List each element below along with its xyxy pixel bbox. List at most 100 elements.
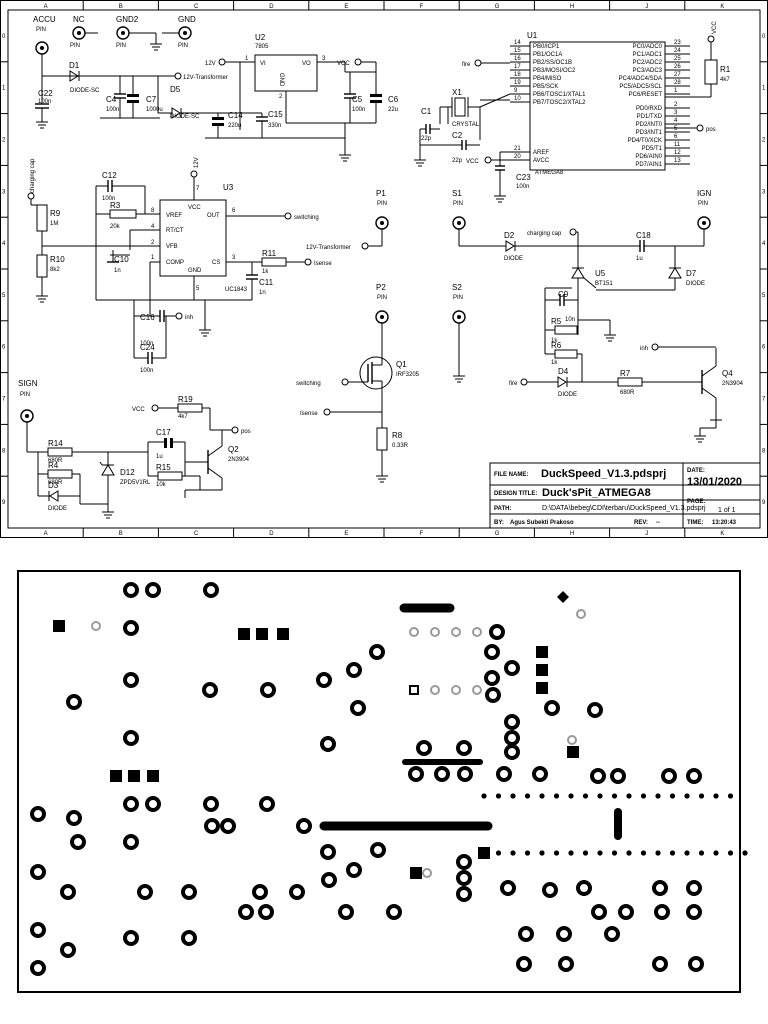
date-value: 13/01/2020	[687, 476, 742, 488]
u2-gnd: GND	[278, 73, 284, 87]
u1-pin-number: 16	[514, 56, 521, 62]
r5-value: 1k	[551, 338, 558, 344]
border-row-label: 0	[762, 34, 766, 40]
pcb-pad	[416, 740, 432, 756]
pcb-small-pad	[655, 850, 661, 856]
q1-ref: Q1	[396, 360, 407, 369]
u1-pin-name: PD4/T0/XCK	[628, 138, 662, 144]
c24-ref: C24	[140, 343, 155, 352]
net-fire-u1: fire	[462, 62, 471, 68]
border-row-label: 9	[2, 500, 6, 506]
pcb-pad	[350, 700, 366, 716]
border-col-label: E	[344, 4, 348, 10]
net-charging-cap-left: charging cap	[30, 158, 36, 193]
u1-pin-number: 14	[514, 40, 521, 46]
pcb-pad	[145, 582, 161, 598]
pcb-pad	[70, 834, 86, 850]
c2-ref: C2	[452, 131, 463, 140]
border-col-label: A	[44, 4, 48, 10]
c1-value: 22p	[421, 136, 432, 142]
pcb-small-pad	[655, 793, 661, 799]
pcb-small-pad	[597, 850, 603, 856]
q2-ref: Q2	[228, 445, 239, 454]
net-vcc-reg: VCC	[337, 61, 350, 67]
pcb-pad	[516, 956, 532, 972]
c18-value: 1u	[636, 256, 643, 262]
pcb-small-pad	[611, 850, 618, 856]
pcb-pad	[456, 740, 472, 756]
u1-pin-number: 3	[674, 110, 678, 116]
d12-value: ZPD5V1RL	[120, 480, 151, 486]
pcb-pad	[296, 818, 312, 834]
pcb-pad	[346, 662, 362, 678]
u1-pin-name: PD2/INT0	[636, 122, 663, 128]
c11-value: 1n	[259, 290, 266, 296]
pcb-small-pad	[698, 850, 705, 856]
u1-pin-name: PD3/INT1	[636, 130, 663, 136]
u1-pin-number: 20	[514, 154, 521, 160]
pcb-pad	[456, 870, 472, 886]
power-supply-section: C22 100n D1 DIODE-SC C4 100n C7 1000u 12…	[35, 33, 399, 162]
s2-label: S2	[452, 283, 462, 292]
r15-value: 10k	[156, 482, 167, 488]
pcb-square-pad	[410, 867, 422, 879]
c18-ref: C18	[636, 231, 651, 240]
r10-ref: R10	[50, 255, 65, 264]
u1-pin-name: PB3/MOSI/OC2	[533, 68, 576, 74]
r19-value: 4k7	[178, 414, 188, 420]
u1-pin-name: PD0/RXD	[636, 106, 663, 112]
pcb-pad	[504, 730, 520, 746]
pcb-pad	[386, 904, 402, 920]
pcb-pad	[289, 884, 305, 900]
c15-value: 330n	[268, 123, 281, 129]
u3-vref: VREF	[166, 213, 182, 219]
c10-value: 1n	[114, 268, 121, 274]
net-pos-u1: pos	[706, 127, 716, 133]
d12-ref: D12	[120, 468, 135, 477]
r8-ref: R8	[392, 431, 403, 440]
border-col-label: F	[420, 4, 424, 10]
pcb-pad	[370, 842, 386, 858]
pcb-pad	[123, 672, 139, 688]
u3-pin7: 7	[196, 186, 200, 192]
sign-label: SIGN	[18, 379, 38, 388]
pcb-small-pad	[495, 793, 502, 799]
r7-ref: R7	[620, 369, 631, 378]
u3-pin4: 4	[151, 224, 155, 230]
design-title-value: Duck'sPit_ATMEGA8	[542, 487, 651, 499]
border-col-label: K	[720, 531, 724, 537]
pcb-pad	[456, 854, 472, 870]
d4-ref: D4	[558, 367, 569, 376]
pcb-pad	[610, 768, 626, 784]
pcb-small-pad	[684, 850, 690, 856]
c5-value: 100n	[352, 107, 365, 113]
c5-ref: C5	[352, 95, 363, 104]
border-col-label: H	[570, 531, 574, 537]
gnd2-port: GND2 PIN	[116, 15, 162, 51]
pcb-square-pad	[128, 770, 140, 782]
u1-pin-name: PC5/ADC5/SCL	[619, 84, 662, 90]
u1-pin-name: PD5/T1	[642, 146, 663, 152]
net-vcc-r1: VCC	[712, 21, 718, 34]
pcb-small-pad	[568, 793, 574, 799]
net-12v-transformer-top: 12V-Transformer	[183, 75, 228, 81]
r19-ref: R19	[178, 395, 193, 404]
r10-value: 8k2	[50, 267, 60, 273]
border-row-label: 1	[762, 86, 766, 92]
p1-port: P1 PIN 12V-Transformer	[306, 189, 389, 251]
pcb-pad	[484, 670, 500, 686]
r15-ref: R15	[156, 463, 171, 472]
pcb-pad	[181, 930, 197, 946]
u2-pin1: 1	[245, 56, 249, 62]
u1-pin-number: 21	[514, 146, 521, 152]
u1-pin-number: 9	[514, 88, 518, 94]
pcb-small-pad	[713, 793, 719, 799]
net-isense-u3: Isense	[314, 261, 332, 267]
border-row-label: 5	[762, 293, 766, 299]
pcb-pad	[688, 956, 704, 972]
pcb-pad	[504, 744, 520, 760]
pcb-hollow-pad	[91, 621, 101, 631]
c10-ref: C10	[114, 255, 129, 264]
c2-value: 22p	[452, 158, 463, 164]
pcb-pad	[504, 714, 520, 730]
